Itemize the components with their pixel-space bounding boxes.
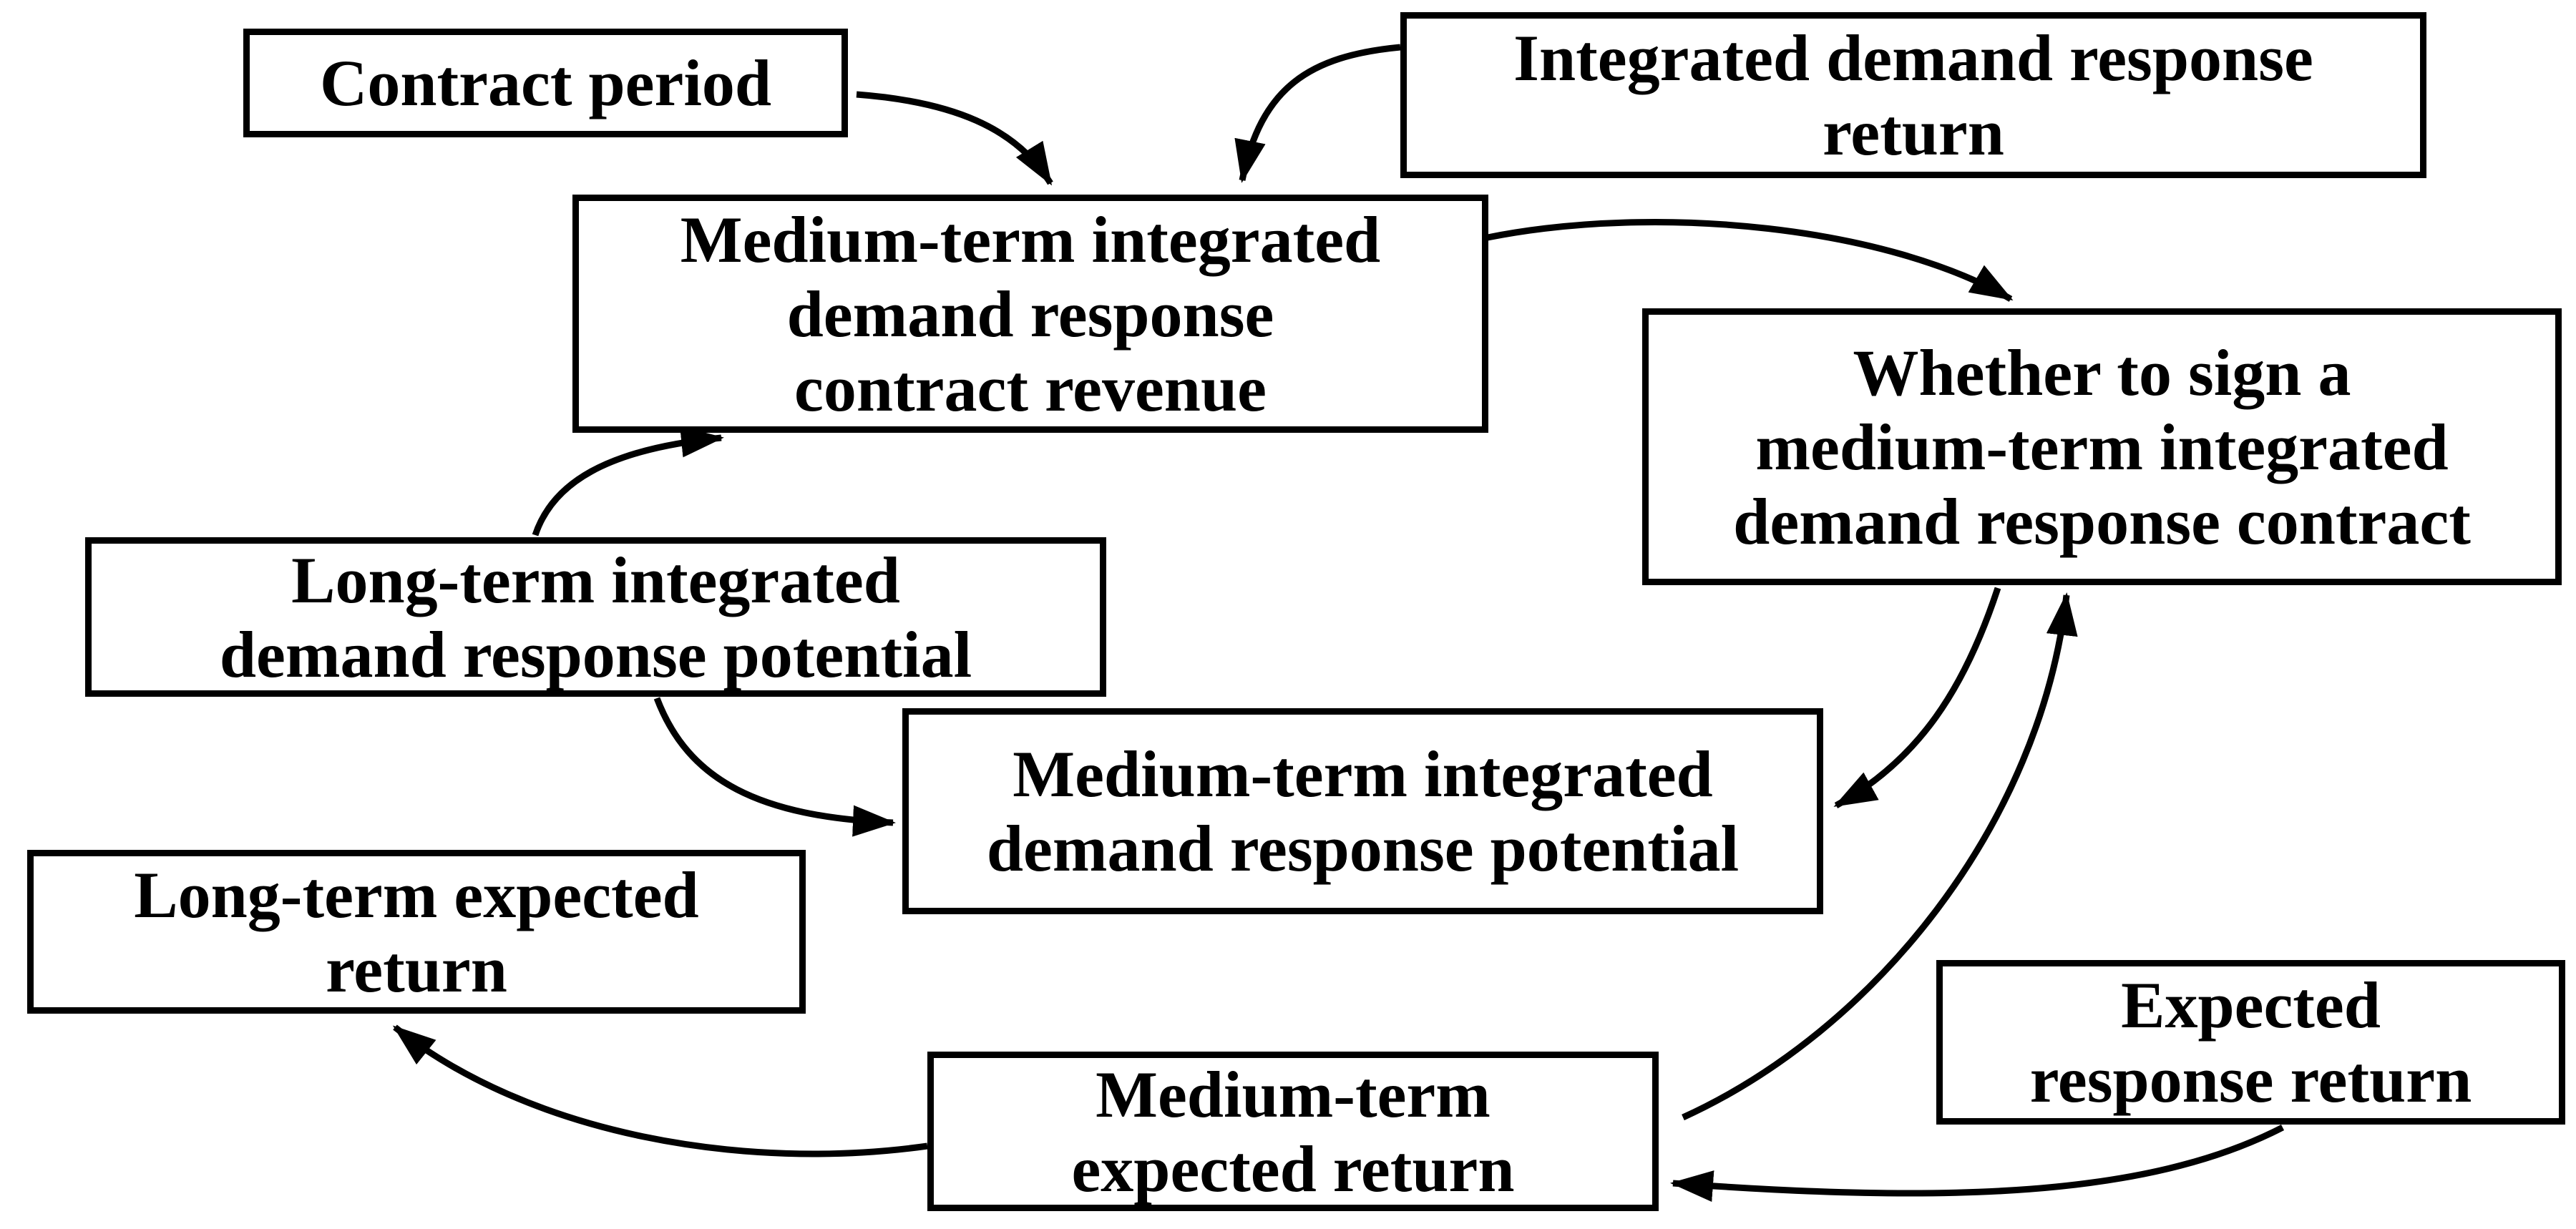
arrow-contract-period-to-medium-revenue [856, 91, 1053, 186]
arrow-whether-sign-to-medium-potential [1833, 587, 2001, 808]
node-whether-to-sign-contract: Whether to sign a medium-term integrated… [1642, 308, 2562, 585]
node-long-term-expected-return: Long-term expected return [27, 850, 806, 1014]
node-integrated-demand-response-return: Integrated demand response return [1400, 12, 2426, 178]
arrow-integrated-return-to-medium-revenue [1234, 44, 1401, 183]
arrow-expected-response-to-medium-expected [1670, 1124, 2285, 1203]
arrow-medium-expected-to-whether-sign [1682, 592, 2078, 1121]
arrow-long-potential-to-medium-potential [653, 697, 896, 837]
arrow-long-potential-to-medium-revenue [532, 426, 724, 537]
node-contract-period: Contract period [243, 29, 848, 137]
arrow-medium-revenue-to-whether-sign [1487, 219, 2014, 302]
node-medium-term-demand-response-potential: Medium-term integrated demand response p… [902, 708, 1823, 914]
node-expected-response-return: Expected response return [1936, 960, 2565, 1125]
arrow-medium-expected-to-long-expected [392, 1024, 928, 1157]
node-long-term-demand-response-potential: Long-term integrated demand response pot… [85, 537, 1106, 697]
node-medium-term-expected-return: Medium-term expected return [927, 1052, 1659, 1211]
node-medium-term-contract-revenue: Medium-term integrated demand response c… [572, 195, 1488, 433]
